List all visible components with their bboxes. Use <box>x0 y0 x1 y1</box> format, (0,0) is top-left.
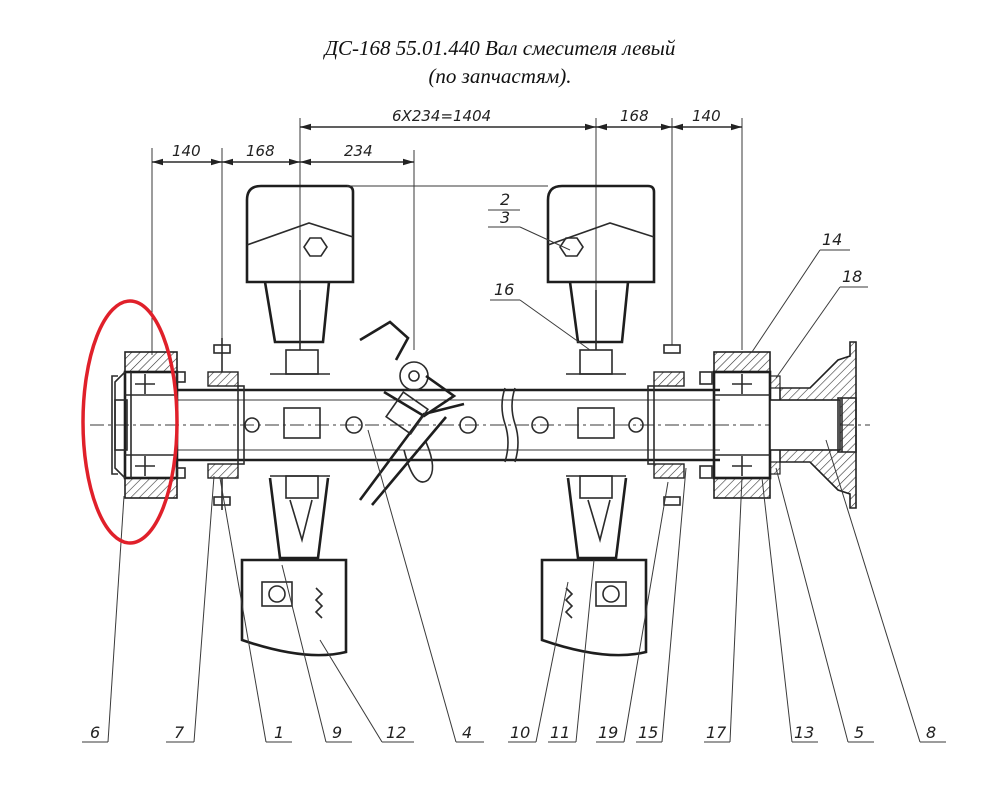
label-10: 10 <box>510 723 530 742</box>
label-9: 9 <box>332 723 342 742</box>
top-leaders: 2 3 16 14 18 <box>488 190 868 379</box>
right-paddle-assembly <box>540 184 656 657</box>
right-collar <box>647 344 685 506</box>
dim-168-right: 168 <box>620 107 649 125</box>
shaft <box>90 387 870 463</box>
label-14: 14 <box>822 230 842 249</box>
label-13: 13 <box>794 723 814 742</box>
dim-6x234: 6X234=1404 <box>392 107 491 125</box>
left-paddle-assembly <box>240 184 355 657</box>
bottom-part-labels: 6 7 1 9 12 4 10 11 19 15 17 13 5 8 <box>90 723 936 742</box>
label-5: 5 <box>854 723 864 742</box>
label-15: 15 <box>638 723 658 742</box>
dim-168-left: 168 <box>246 142 275 160</box>
centre-paddle <box>358 320 465 506</box>
dim-140-right: 140 <box>692 107 721 125</box>
label-7: 7 <box>174 723 185 742</box>
drawing-title: ДС-168 55.01.440 Вал смесителя левый (по… <box>0 34 1000 90</box>
label-11: 11 <box>550 723 570 742</box>
label-16: 16 <box>494 280 514 299</box>
label-12: 12 <box>386 723 406 742</box>
dimension-lines: 140 168 234 6X234=1404 168 140 <box>151 107 743 355</box>
title-line-2: (по запчастям). <box>428 64 572 88</box>
label-2: 2 <box>500 190 510 209</box>
highlight-ellipse <box>81 299 179 545</box>
dim-140-left: 140 <box>172 142 201 160</box>
label-6: 6 <box>90 723 100 742</box>
title-line-1: ДС-168 55.01.440 Вал смесителя левый <box>324 36 676 60</box>
label-19: 19 <box>598 723 618 742</box>
label-3: 3 <box>500 208 510 227</box>
label-8: 8 <box>926 723 936 742</box>
label-18: 18 <box>842 267 862 286</box>
dim-234: 234 <box>344 142 373 160</box>
label-4: 4 <box>462 723 472 742</box>
label-17: 17 <box>706 723 727 742</box>
drive-hub <box>769 341 857 509</box>
left-collar <box>207 338 245 510</box>
bottom-leaders <box>82 429 946 743</box>
label-1: 1 <box>274 723 284 742</box>
